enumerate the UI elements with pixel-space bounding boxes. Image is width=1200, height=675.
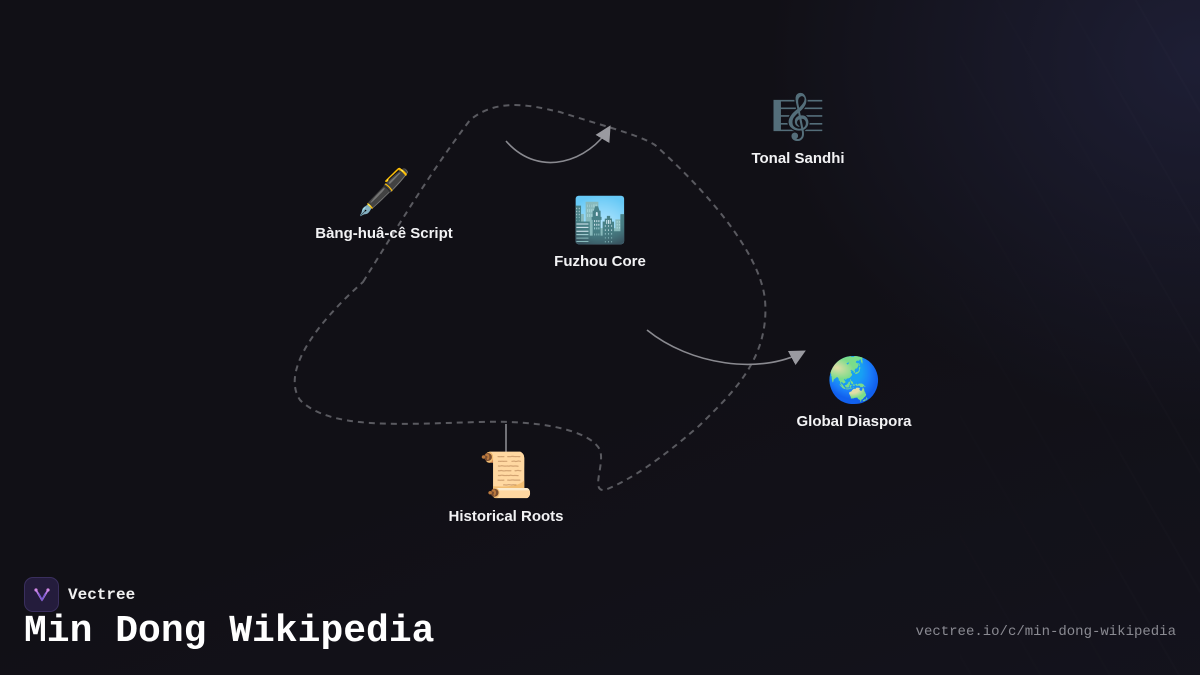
node-historical-roots[interactable]: 📜 Historical Roots: [448, 450, 563, 525]
scroll-icon: 📜: [478, 451, 534, 500]
node-label: Bàng-huâ-cê Script: [315, 225, 453, 242]
node-fuzhou-core[interactable]: 🏙️ Fuzhou Core: [554, 195, 646, 270]
globe-icon: 🌏: [826, 356, 882, 405]
node-script[interactable]: 🖋️ Bàng-huâ-cê Script: [315, 167, 453, 242]
brand-name: Vectree: [68, 585, 136, 604]
page-title: Min Dong Wikipedia: [24, 610, 435, 653]
node-global-diaspora[interactable]: 🌏 Global Diaspora: [796, 355, 911, 430]
brand[interactable]: Vectree: [24, 577, 135, 612]
node-label: Fuzhou Core: [554, 253, 646, 270]
musical-score-icon: 🎼: [770, 93, 826, 142]
page-url[interactable]: vectree.io/c/min-dong-wikipedia: [915, 624, 1176, 640]
node-label: Global Diaspora: [796, 413, 912, 430]
node-label: Historical Roots: [448, 508, 564, 525]
cityscape-icon: 🏙️: [572, 196, 628, 245]
fountain-pen-icon: 🖋️: [356, 168, 412, 217]
vectree-logo-icon: [24, 577, 59, 612]
curved-arrow-top: [505, 125, 611, 164]
dashed-loop-edge: [293, 104, 767, 491]
node-label: Tonal Sandhi: [751, 150, 845, 167]
node-tonal-sandhi[interactable]: 🎼 Tonal Sandhi: [751, 92, 844, 167]
curved-arrow-right: [646, 329, 806, 366]
